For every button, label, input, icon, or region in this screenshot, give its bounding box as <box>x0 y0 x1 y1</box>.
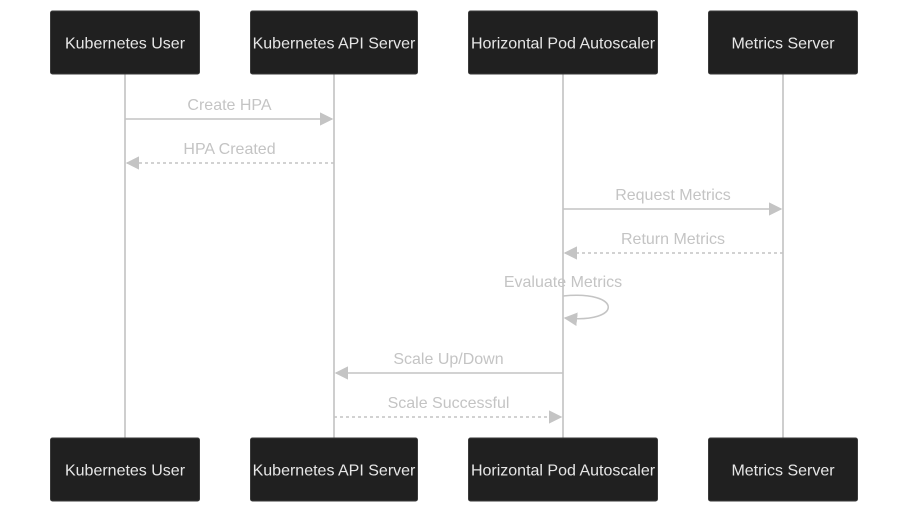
actor-box <box>468 437 658 502</box>
actor-hpa-top: Horizontal Pod Autoscaler <box>468 10 658 75</box>
actor-api-top: Kubernetes API Server <box>250 10 418 75</box>
self-message-arrow <box>562 294 609 326</box>
actor-hpa-bottom: Horizontal Pod Autoscaler <box>468 437 658 502</box>
message-label: Request Metrics <box>615 187 731 204</box>
message-label: Return Metrics <box>621 231 725 248</box>
actor-box <box>708 10 858 75</box>
actor-metrics-top: Metrics Server <box>708 10 858 75</box>
actor-label: Horizontal Pod Autoscaler <box>471 463 656 480</box>
message-7: Scale Successful <box>334 395 563 424</box>
message-label: HPA Created <box>183 141 275 158</box>
actor-box <box>50 437 200 502</box>
actor-label: Metrics Server <box>731 36 835 53</box>
actor-box <box>250 10 418 75</box>
message-label: Scale Successful <box>388 395 510 412</box>
actor-box <box>468 10 658 75</box>
actor-metrics-bottom: Metrics Server <box>708 437 858 502</box>
message-6: Scale Up/Down <box>334 351 563 380</box>
message-4: Return Metrics <box>563 231 783 260</box>
actor-api-bottom: Kubernetes API Server <box>250 437 418 502</box>
actor-label: Kubernetes API Server <box>253 463 416 480</box>
actor-user-bottom: Kubernetes User <box>50 437 200 502</box>
message-label: Scale Up/Down <box>393 351 503 368</box>
actor-box <box>250 437 418 502</box>
actor-box <box>50 10 200 75</box>
actor-label: Kubernetes API Server <box>253 36 416 53</box>
message-5: Evaluate Metrics <box>504 274 622 326</box>
message-1: Create HPA <box>125 97 334 126</box>
message-label: Create HPA <box>187 97 272 114</box>
message-2: HPA Created <box>125 141 334 170</box>
message-3: Request Metrics <box>563 187 783 216</box>
actor-user-top: Kubernetes User <box>50 10 200 75</box>
message-label: Evaluate Metrics <box>504 274 622 291</box>
actor-label: Horizontal Pod Autoscaler <box>471 36 656 53</box>
actor-box <box>708 437 858 502</box>
actor-label: Metrics Server <box>731 463 835 480</box>
actor-label: Kubernetes User <box>65 463 186 480</box>
actor-label: Kubernetes User <box>65 36 186 53</box>
